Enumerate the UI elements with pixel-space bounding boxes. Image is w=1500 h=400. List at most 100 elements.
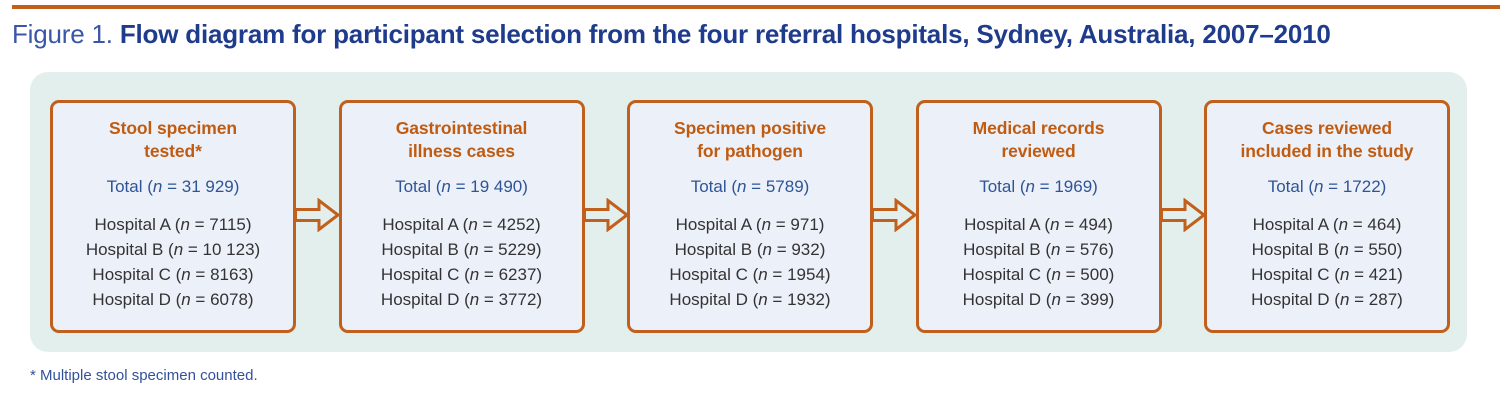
hospital-label: Hospital D ( bbox=[92, 290, 182, 310]
hospital-n-symbol: n bbox=[758, 265, 768, 285]
hospital-value: = 6237) bbox=[479, 265, 543, 285]
flow-box-medical-records-reviewed[interactable]: Medical records reviewed Total (n = 1969… bbox=[915, 100, 1162, 333]
flow-box-cases-reviewed-included-in-study[interactable]: Cases reviewed included in the study Tot… bbox=[1204, 100, 1450, 333]
flow-box-hospital-rows: Hospital A (n = 494) Hospital B (n = 576… bbox=[925, 213, 1153, 313]
flow-diagram-row: Stool specimen tested* Total (n = 31 929… bbox=[50, 100, 1450, 333]
flow-box-heading: Gastrointestinal illness cases bbox=[395, 118, 528, 162]
flow-arrow-connector-2 bbox=[582, 100, 629, 333]
flow-box-hospital-rows: Hospital A (n = 4252) Hospital B (n = 52… bbox=[348, 213, 576, 313]
flow-box-hospital-rows: Hospital A (n = 7115) Hospital B (n = 10… bbox=[59, 213, 287, 313]
hospital-n-symbol: n bbox=[1339, 265, 1350, 285]
hospital-label: Hospital A ( bbox=[675, 215, 762, 235]
hospital-row: Hospital C (n = 8163) bbox=[59, 263, 287, 288]
hospital-label: Hospital B ( bbox=[1251, 240, 1340, 260]
hospital-row: Hospital D (n = 1932) bbox=[636, 288, 864, 313]
total-prefix: Total ( bbox=[1267, 177, 1314, 197]
hospital-n-symbol: n bbox=[1339, 290, 1350, 310]
hospital-row: Hospital D (n = 3772) bbox=[348, 288, 576, 313]
flow-box-heading: Stool specimen tested* bbox=[109, 118, 237, 162]
total-n-symbol: n bbox=[441, 177, 451, 197]
hospital-value: = 287) bbox=[1349, 290, 1403, 310]
hospital-n-symbol: n bbox=[181, 265, 191, 285]
hospital-n-symbol: n bbox=[1050, 215, 1060, 235]
hospital-value: = 464) bbox=[1348, 215, 1402, 235]
figure-number-label: Figure 1. bbox=[12, 19, 113, 49]
hospital-label: Hospital B ( bbox=[963, 240, 1051, 260]
hospital-label: Hospital A ( bbox=[1252, 215, 1339, 235]
hospital-value: = 500) bbox=[1060, 265, 1115, 285]
hospital-value: = 576) bbox=[1060, 240, 1114, 260]
flow-box-heading: Medical records reviewed bbox=[972, 118, 1105, 162]
right-block-arrow-outline-icon bbox=[1159, 198, 1206, 232]
hospital-row: Hospital C (n = 6237) bbox=[348, 263, 576, 288]
flow-box-stool-specimen-tested[interactable]: Stool specimen tested* Total (n = 31 929… bbox=[50, 100, 296, 333]
total-prefix: Total ( bbox=[690, 177, 737, 197]
flow-box-hospital-rows: Hospital A (n = 464) Hospital B (n = 550… bbox=[1213, 213, 1441, 313]
hospital-label: Hospital C ( bbox=[669, 265, 759, 285]
total-prefix: Total ( bbox=[979, 177, 1026, 197]
flow-box-total: Total (n = 1969) bbox=[925, 176, 1153, 198]
flow-box-gastrointestinal-illness-cases[interactable]: Gastrointestinal illness cases Total (n … bbox=[338, 100, 585, 333]
hospital-label: Hospital A ( bbox=[382, 215, 469, 235]
total-value: = 31 929) bbox=[162, 177, 240, 197]
hospital-label: Hospital C ( bbox=[380, 265, 470, 285]
hospital-n-symbol: n bbox=[173, 240, 184, 260]
hospital-row: Hospital A (n = 4252) bbox=[348, 213, 576, 238]
hospital-n-symbol: n bbox=[761, 215, 772, 235]
hospital-row: Hospital D (n = 287) bbox=[1213, 288, 1441, 313]
total-prefix: Total ( bbox=[395, 177, 442, 197]
hospital-n-symbol: n bbox=[1339, 240, 1349, 260]
total-n-symbol: n bbox=[736, 177, 747, 197]
right-block-arrow-outline-icon bbox=[294, 198, 341, 232]
flow-box-heading: Specimen positive for pathogen bbox=[674, 118, 826, 162]
hospital-label: Hospital C ( bbox=[962, 265, 1052, 285]
flow-box-hospital-rows: Hospital A (n = 971) Hospital B (n = 932… bbox=[636, 213, 864, 313]
flow-box-total: Total (n = 5789) bbox=[636, 176, 864, 198]
total-n-symbol: n bbox=[1313, 177, 1324, 197]
hospital-value: = 1932) bbox=[767, 290, 831, 310]
hospital-row: Hospital C (n = 1954) bbox=[636, 263, 864, 288]
hospital-n-symbol: n bbox=[180, 215, 190, 235]
hospital-row: Hospital B (n = 5229) bbox=[348, 238, 576, 263]
hospital-label: Hospital B ( bbox=[381, 240, 470, 260]
hospital-value: = 1954) bbox=[767, 265, 831, 285]
hospital-row: Hospital D (n = 399) bbox=[925, 288, 1153, 313]
flow-box-total: Total (n = 1722) bbox=[1213, 176, 1441, 198]
hospital-n-symbol: n bbox=[469, 265, 480, 285]
hospital-row: Hospital B (n = 550) bbox=[1213, 238, 1441, 263]
hospital-label: Hospital D ( bbox=[380, 290, 470, 310]
top-accent-rule bbox=[12, 5, 1500, 9]
total-value: = 19 490) bbox=[450, 177, 528, 197]
hospital-row: Hospital A (n = 464) bbox=[1213, 213, 1441, 238]
hospital-label: Hospital B ( bbox=[674, 240, 763, 260]
hospital-label: Hospital D ( bbox=[962, 290, 1052, 310]
flow-box-specimen-positive-for-pathogen[interactable]: Specimen positive for pathogen Total (n … bbox=[627, 100, 873, 333]
hospital-row: Hospital A (n = 7115) bbox=[59, 213, 287, 238]
total-n-symbol: n bbox=[152, 177, 163, 197]
hospital-n-symbol: n bbox=[1051, 290, 1061, 310]
flow-box-total: Total (n = 19 490) bbox=[348, 176, 576, 198]
hospital-value: = 6078) bbox=[190, 290, 254, 310]
flow-arrow-connector-1 bbox=[294, 100, 341, 333]
hospital-row: Hospital C (n = 500) bbox=[925, 263, 1153, 288]
hospital-value: = 7115) bbox=[189, 215, 252, 235]
total-value: = 1969) bbox=[1034, 177, 1098, 197]
figure-title-text: Flow diagram for participant selection f… bbox=[119, 19, 1331, 49]
hospital-row: Hospital A (n = 494) bbox=[925, 213, 1153, 238]
hospital-n-symbol: n bbox=[181, 290, 191, 310]
hospital-n-symbol: n bbox=[1338, 215, 1349, 235]
hospital-label: Hospital A ( bbox=[964, 215, 1051, 235]
hospital-n-symbol: n bbox=[762, 240, 772, 260]
total-n-symbol: n bbox=[1025, 177, 1035, 197]
hospital-label: Hospital D ( bbox=[669, 290, 759, 310]
total-value: = 5789) bbox=[746, 177, 810, 197]
hospital-value: = 4252) bbox=[477, 215, 541, 235]
hospital-row: Hospital B (n = 932) bbox=[636, 238, 864, 263]
flow-box-total: Total (n = 31 929) bbox=[59, 176, 287, 198]
hospital-value: = 494) bbox=[1059, 215, 1113, 235]
hospital-row: Hospital A (n = 971) bbox=[636, 213, 864, 238]
hospital-label: Hospital D ( bbox=[1251, 290, 1340, 310]
hospital-n-symbol: n bbox=[1051, 265, 1061, 285]
flow-arrow-connector-3 bbox=[871, 100, 918, 333]
flow-box-heading: Cases reviewed included in the study bbox=[1240, 118, 1414, 162]
